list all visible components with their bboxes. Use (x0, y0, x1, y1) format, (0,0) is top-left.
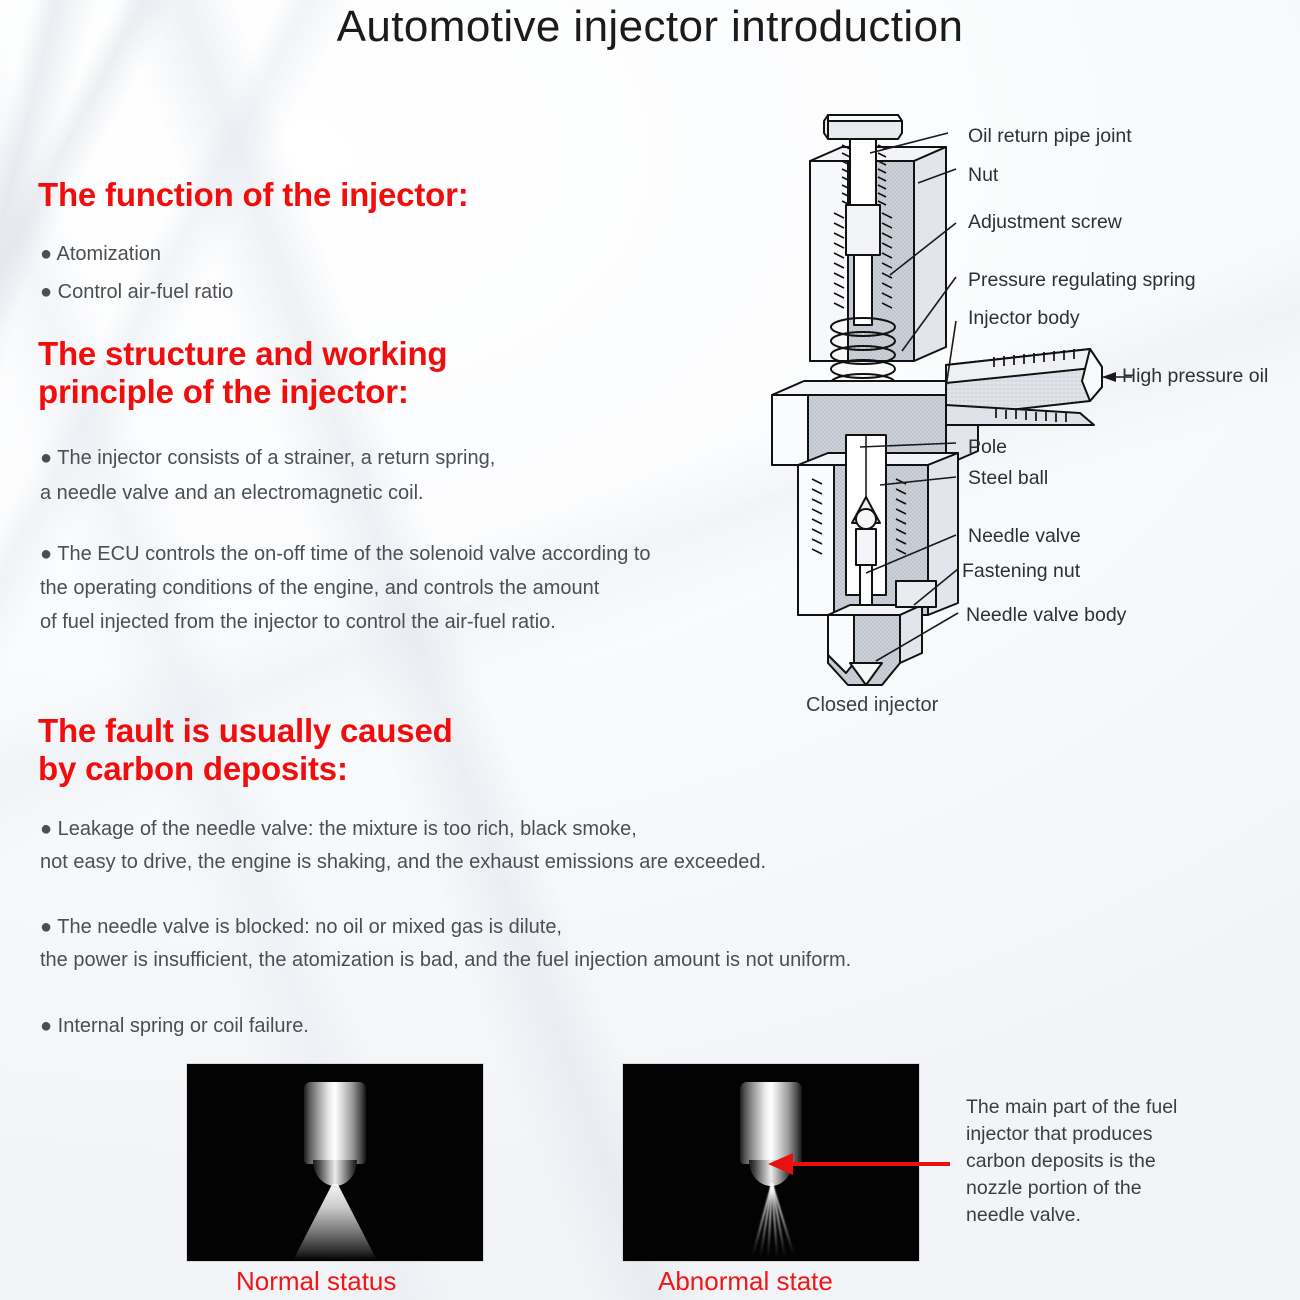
fault-p3-line-1: ● Internal spring or coil failure. (40, 1015, 309, 1037)
label-needle-valve: Needle valve (968, 525, 1081, 547)
injector-cutaway-diagram (750, 95, 1300, 735)
heading-fault: The fault is usually caused by carbon de… (38, 712, 453, 787)
carbon-deposit-note: The main part of the fuel injector that … (966, 1096, 1178, 1226)
spray-cone-normal (293, 1184, 377, 1260)
label-pressure-regulating-spring: Pressure regulating spring (968, 269, 1196, 291)
caption-closed-injector: Closed injector (806, 694, 939, 716)
label-high-pressure-oil: High pressure oil (1122, 365, 1269, 387)
label-steel-ball: Steel ball (968, 467, 1049, 489)
label-nut: Nut (968, 164, 999, 186)
nozzle-body-normal (304, 1082, 366, 1164)
label-adjustment-screw: Adjustment screw (968, 211, 1122, 233)
structure-p2-line-3: of fuel injected from the injector to co… (40, 611, 556, 633)
structure-p2-line-2: the operating conditions of the engine, … (40, 577, 600, 599)
photo-normal-spray (186, 1063, 484, 1262)
label-pole: Pole (968, 436, 1008, 458)
label-needle-valve-body: Needle valve body (966, 604, 1127, 626)
function-bullet-1: ● Atomization (40, 243, 162, 265)
fault-p1-line-1: ● Leakage of the needle valve: the mixtu… (40, 818, 637, 840)
carbon-deposit-arrow-line (790, 1162, 950, 1166)
structure-p2-line-1: ● The ECU controls the on-off time of th… (40, 543, 651, 565)
page-title: Automotive injector introduction (336, 2, 964, 51)
nozzle-tip-normal (313, 1160, 357, 1186)
heading-structure: The structure and working principle of t… (38, 335, 448, 410)
label-fastening-nut: Fastening nut (962, 560, 1081, 582)
fault-p2-line-2: the power is insufficient, the atomizati… (40, 949, 852, 971)
caption-abnormal-state: Abnormal state (658, 1266, 833, 1296)
injector-svg (771, 114, 1132, 686)
label-oil-return-pipe-joint: Oil return pipe joint (968, 125, 1132, 147)
function-bullet-2: ● Control air-fuel ratio (40, 281, 234, 303)
fault-p2-line-1: ● The needle valve is blocked: no oil or… (40, 916, 562, 938)
structure-p1-line-1: ● The injector consists of a strainer, a… (40, 447, 496, 469)
carbon-deposit-arrow-head (768, 1153, 793, 1175)
nozzle-body-abnormal (740, 1082, 802, 1164)
structure-p1-line-2: a needle valve and an electromagnetic co… (40, 482, 424, 504)
high-pressure-oil-arrow (1102, 372, 1116, 382)
label-injector-body: Injector body (968, 307, 1080, 329)
caption-normal-status: Normal status (236, 1266, 397, 1296)
heading-function: The function of the injector: (38, 176, 469, 213)
fault-p1-line-2: not easy to drive, the engine is shaking… (40, 851, 767, 873)
